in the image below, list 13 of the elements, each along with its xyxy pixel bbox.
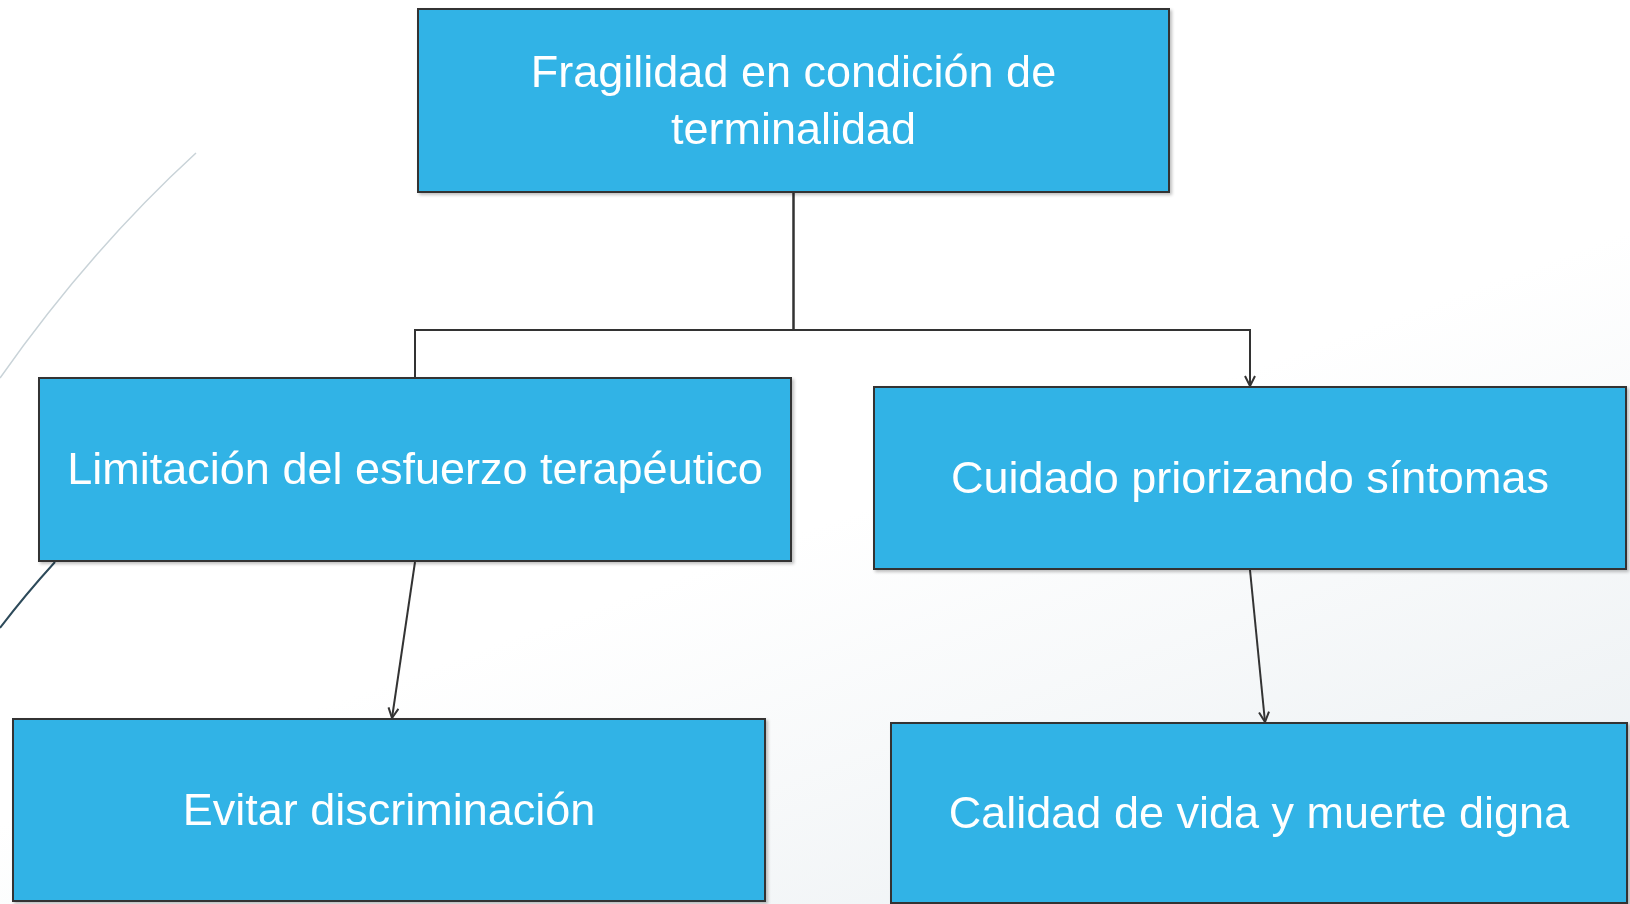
arrow [792,192,1256,387]
process-box [873,386,1627,570]
process-box [417,8,1170,193]
box-label: Fragilidad en condición de terminalidad [529,45,1058,156]
process-box [38,377,792,562]
arrow [387,561,416,719]
box-label: Cuidado priorizando síntomas [951,450,1549,505]
process-box [12,718,766,902]
box-label: Limitación del esfuerzo terapéutico [67,442,763,497]
box-label: Evitar discriminación [182,782,596,837]
process-box [890,722,1628,904]
box-label: Calidad de vida y muerte digna [948,785,1570,840]
arrow [1249,569,1270,723]
